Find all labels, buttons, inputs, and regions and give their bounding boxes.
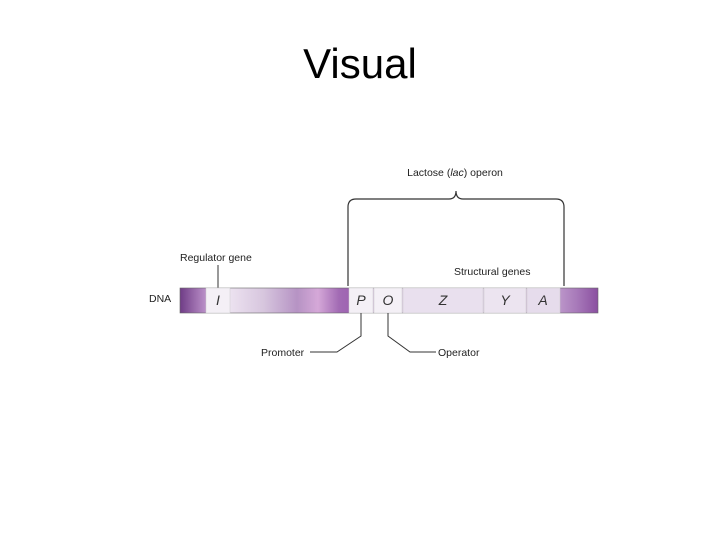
gene-a-box bbox=[526, 287, 561, 314]
gene-i-box bbox=[205, 287, 231, 314]
promoter-label: Promoter bbox=[261, 347, 305, 359]
structural-genes-label: Structural genes bbox=[454, 266, 530, 278]
gene-o-box bbox=[373, 287, 403, 314]
operon-label: Lactose (lac) operon bbox=[407, 167, 503, 179]
gene-a-label: A bbox=[537, 292, 547, 308]
promoter-pointer bbox=[310, 313, 362, 353]
gene-z-label: Z bbox=[438, 292, 448, 308]
gene-p-label: P bbox=[356, 292, 366, 308]
regulator-gene-label: Regulator gene bbox=[180, 252, 252, 264]
operator-label: Operator bbox=[438, 347, 480, 359]
slide-title: Visual bbox=[303, 40, 417, 87]
gene-z-box bbox=[402, 287, 484, 314]
gene-y-label: Y bbox=[500, 292, 511, 308]
dna-label: DNA bbox=[149, 293, 171, 305]
operon-brace bbox=[347, 190, 565, 286]
gene-i-label: I bbox=[216, 292, 220, 308]
gene-y-box bbox=[483, 287, 527, 314]
operator-pointer bbox=[387, 313, 436, 353]
gene-o-label: O bbox=[383, 292, 394, 308]
gene-p-box bbox=[348, 287, 374, 314]
